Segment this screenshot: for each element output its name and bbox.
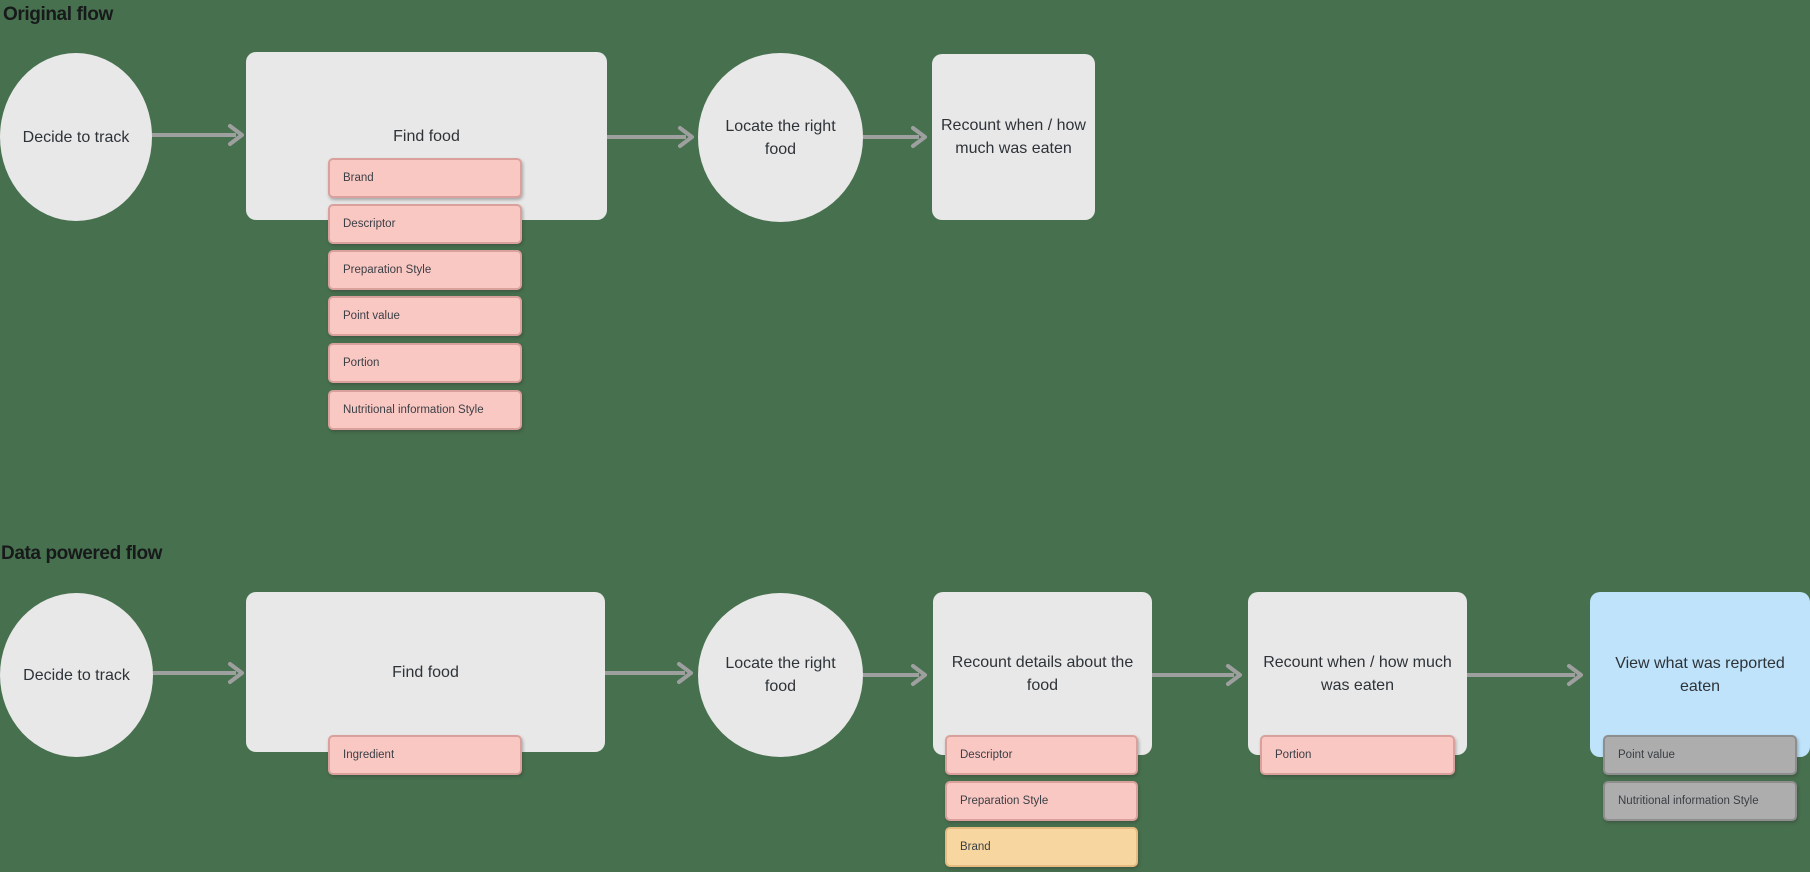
- attribute-tag-preparation-style[interactable]: Preparation Style: [945, 781, 1138, 821]
- node-label: Find food: [392, 663, 459, 681]
- node-label: Recount when / how much was eaten: [1263, 653, 1452, 694]
- tag-label: Ingredient: [343, 749, 395, 761]
- node-label: Decide to track: [22, 128, 130, 146]
- flow-node-circle-locate-right-food[interactable]: Locate the right food: [698, 53, 863, 222]
- attribute-tag-descriptor[interactable]: Descriptor: [328, 204, 522, 244]
- tag-label: Point value: [1618, 749, 1675, 761]
- flow-node-rect-recount-when-how-much[interactable]: Recount when / how much was eaten: [1248, 592, 1467, 755]
- node-label: Recount when / how much was eaten: [941, 117, 1086, 157]
- flow-arrow[interactable]: [1152, 663, 1244, 687]
- node-label: Locate the right food: [725, 655, 836, 695]
- attribute-tag-portion[interactable]: Portion: [328, 343, 522, 383]
- node-label: Decide to track: [23, 666, 130, 684]
- flow-arrow[interactable]: [863, 125, 929, 149]
- flow-node-circle-decide-to-track[interactable]: Decide to track: [0, 53, 152, 221]
- node-label: Find food: [393, 127, 460, 145]
- attribute-tag-descriptor[interactable]: Descriptor: [945, 735, 1138, 775]
- flow-node-circle-locate-right-food[interactable]: Locate the right food: [698, 593, 863, 757]
- flow-arrow[interactable]: [1467, 663, 1585, 687]
- attribute-tag-point-value[interactable]: Point value: [1603, 735, 1797, 775]
- node-label: Locate the right food: [725, 117, 836, 158]
- tag-label: Nutritional information Style: [1618, 795, 1759, 807]
- flow-arrow[interactable]: [153, 661, 246, 685]
- flow-node-rect-view-reported-eaten[interactable]: View what was reported eaten: [1590, 592, 1810, 757]
- node-label: View what was reported eaten: [1615, 654, 1785, 695]
- flow-arrow[interactable]: [152, 123, 246, 147]
- flow-node-rect-find-food[interactable]: Find food: [246, 52, 607, 220]
- flow-node-rect-recount-details[interactable]: Recount details about the food: [933, 592, 1152, 755]
- attribute-tag-point-value[interactable]: Point value: [328, 296, 522, 336]
- tag-label: Point value: [343, 310, 400, 322]
- attribute-tag-portion[interactable]: Portion: [1260, 735, 1455, 775]
- attribute-tag-brand[interactable]: Brand: [945, 827, 1138, 867]
- tag-label: Nutritional information Style: [343, 404, 484, 416]
- tag-label: Preparation Style: [343, 264, 432, 276]
- flow-node-circle-decide-to-track[interactable]: Decide to track: [0, 593, 153, 757]
- flow-arrow[interactable]: [607, 125, 696, 149]
- tag-label: Preparation Style: [960, 795, 1049, 807]
- flow-title-data-powered: Data powered flow: [1, 543, 163, 564]
- attribute-tag-ingredient[interactable]: Ingredient: [328, 735, 522, 775]
- tag-label: Portion: [343, 357, 380, 369]
- attribute-tag-brand[interactable]: Brand: [328, 158, 522, 198]
- flow-title-original: Original flow: [3, 4, 113, 25]
- flow-node-rect-recount-when-how-much[interactable]: Recount when / how much was eaten: [932, 54, 1095, 220]
- tag-label: Brand: [960, 841, 991, 853]
- tag-label: Descriptor: [343, 218, 396, 230]
- tag-label: Portion: [1275, 749, 1312, 761]
- attribute-tag-preparation-style[interactable]: Preparation Style: [328, 250, 522, 290]
- tag-label: Brand: [343, 172, 374, 184]
- flow-arrow[interactable]: [605, 661, 695, 685]
- tag-label: Descriptor: [960, 749, 1013, 761]
- attribute-tag-nutritional-information-style[interactable]: Nutritional information Style: [328, 390, 522, 430]
- attribute-tag-nutritional-information-style[interactable]: Nutritional information Style: [1603, 781, 1797, 821]
- node-label: Recount details about the food: [951, 653, 1134, 694]
- flow-node-rect-find-food[interactable]: Find food: [246, 592, 605, 752]
- flow-arrow[interactable]: [863, 663, 929, 687]
